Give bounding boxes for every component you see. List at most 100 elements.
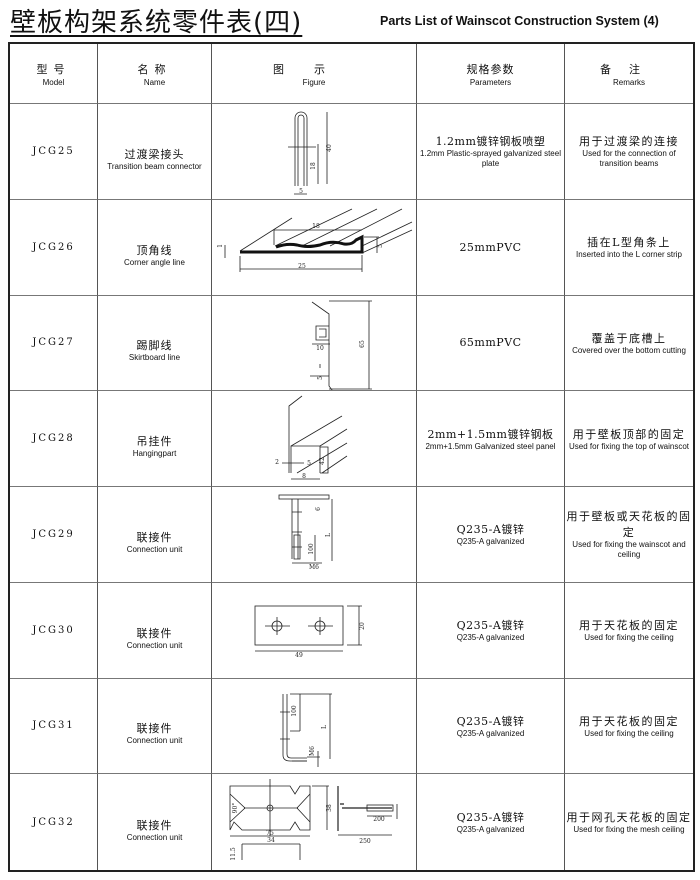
model-code: JCG31 (32, 720, 75, 732)
name-en: Hangingpart (132, 449, 177, 459)
name-cn: 联接件 (136, 722, 173, 736)
parameters-cell: 65mmPVC (417, 295, 565, 392)
param-cn: Q235-A镀锌 (456, 714, 525, 728)
dimension-label: 100 (308, 543, 315, 555)
header-cn: 备注 (600, 62, 658, 76)
header-cn: 规格参数 (466, 62, 515, 76)
dimension-label: 5 (299, 188, 303, 195)
dimension-label: 34 (267, 837, 275, 844)
param-en: Q235-A galvanized (456, 537, 525, 547)
dimension-label: 5 (377, 244, 384, 248)
remark-cn: 用于天花板的固定 (579, 714, 679, 728)
dimension-label: 25 (298, 263, 306, 270)
model-code: JCG29 (32, 528, 75, 540)
header-en: Figure (302, 77, 326, 87)
remark-cn: 用于天花板的固定 (579, 619, 679, 633)
dimension-label: 18 (310, 162, 317, 170)
connection-plate-figure: 49 20 (254, 605, 366, 659)
name-en: Connection unit (126, 736, 183, 746)
model-cell: JCG28 (10, 391, 98, 487)
name-cn: 过渡梁接头 (124, 147, 185, 161)
dimension-label: 20 (359, 622, 366, 630)
remark-en: Used for fixing the wainscot and ceiling (572, 540, 686, 560)
model-cell: JCG32 (10, 774, 98, 870)
header-en: Parameters (469, 77, 512, 87)
name-en: Skirtboard line (128, 353, 181, 363)
header-en: Name (143, 77, 166, 87)
param-cn: 1.2mm镀锌钢板喷塑 (435, 135, 546, 149)
name-en: Connection unit (126, 832, 183, 842)
dimension-label: 42 (319, 457, 326, 465)
dimension-label: L (321, 724, 328, 728)
model-cell: JCG26 (10, 199, 98, 296)
param-en: 1.2mm Plastic-sprayed galvanized steel p… (420, 149, 561, 169)
name-cn: 踢脚线 (136, 339, 173, 353)
model-cell: JCG27 (10, 295, 98, 392)
model-cell: JCG31 (10, 678, 98, 775)
remark-cn: 用于壁板或天花板的固定 (566, 510, 692, 540)
dimension-label: 49 (295, 652, 303, 659)
model-code: JCG28 (32, 433, 75, 445)
model-code: JCG26 (32, 241, 75, 253)
page-title-cn: 壁板构架系统零件表(四) (10, 8, 303, 38)
remark-en: Inserted into the L corner strip (576, 250, 682, 260)
dimension-label: 11.5 (230, 847, 237, 861)
param-en: Q235-A galvanized (456, 633, 525, 643)
model-cell: JCG29 (10, 487, 98, 583)
figure-cell: 49 20 (212, 582, 417, 679)
name-en: Corner angle line (124, 257, 185, 267)
name-en: Transition beam connector (107, 161, 202, 171)
header-en: Remarks (612, 77, 645, 87)
header-cn: 型号 (36, 62, 71, 76)
dimension-label: 6 (315, 507, 322, 511)
dimension-label: M6 (309, 564, 319, 571)
dimension-label: 5 (307, 460, 311, 467)
name-cn: 顶角线 (136, 243, 173, 257)
header-cn: 名称 (137, 62, 172, 76)
name-cn: 联接件 (136, 818, 173, 832)
dimension-label: M6 (309, 745, 316, 755)
remark-cn: 用于过渡梁的连接 (579, 135, 679, 149)
model-code: JCG25 (32, 145, 75, 157)
param-en: 2mm+1.5mm Galvanized steel panel (425, 441, 556, 451)
model-code: JCG32 (32, 816, 75, 828)
remark-en: Used for fixing the ceiling (584, 633, 674, 643)
dimension-label: 100 (291, 705, 298, 717)
dimension-label: 90° (232, 803, 239, 814)
remark-en: Used for fixing the mesh ceiling (573, 825, 685, 835)
name-cn: 联接件 (136, 626, 173, 640)
remark-cn: 用于网孔天花板的固定 (566, 811, 692, 825)
param-cn: Q235-A镀锌 (456, 523, 525, 537)
model-cell: JCG25 (10, 104, 98, 200)
remark-en: Used for fixing the ceiling (584, 728, 674, 738)
header-cn: 图示 (273, 62, 355, 76)
name-cn: 吊挂件 (136, 435, 173, 449)
page-title-en: Parts List of Wainscot Construction Syst… (380, 14, 659, 28)
